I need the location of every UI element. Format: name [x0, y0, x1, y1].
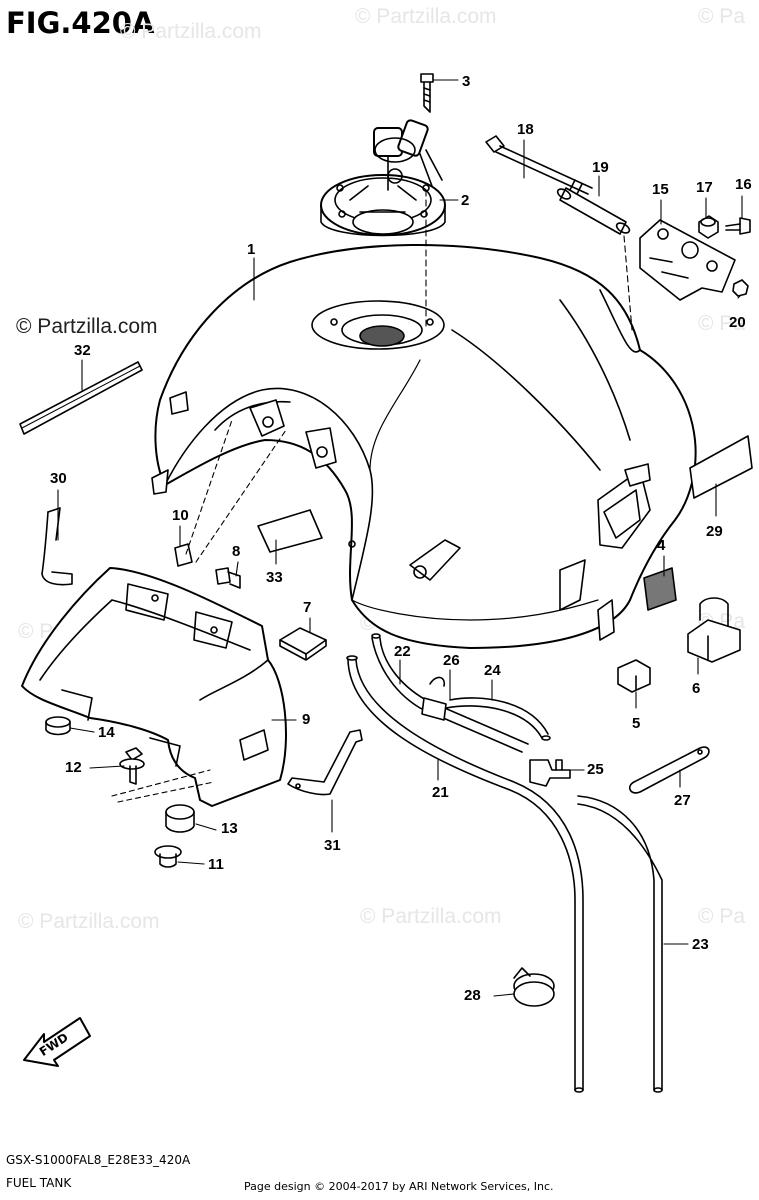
nut-part-17[interactable] [698, 215, 719, 239]
callout-10[interactable]: 10 [172, 507, 189, 524]
watermark: © Partzilla.com [18, 910, 160, 933]
callout-5[interactable]: 5 [632, 715, 641, 732]
callout-8[interactable]: 8 [232, 543, 241, 560]
callout-11[interactable]: 11 [208, 856, 224, 873]
watermark: © Partzilla.com [16, 315, 158, 338]
callout-19[interactable]: 19 [592, 159, 609, 176]
pad-part-33[interactable] [257, 509, 323, 553]
callout-9[interactable]: 9 [302, 711, 311, 728]
figure-title: FIG.420A [6, 6, 155, 40]
clamp-part-28[interactable] [513, 967, 555, 1007]
model-code: GSX-S1000FAL8_E28E33_420A [6, 1153, 191, 1167]
fuel-cap-assembly[interactable] [320, 119, 446, 237]
clamp-part-30[interactable] [41, 507, 73, 586]
clip-part-26[interactable] [421, 676, 447, 721]
watermark: © Pa [698, 312, 745, 335]
hose-part-24[interactable] [445, 697, 551, 741]
callout-2[interactable]: 2 [461, 192, 470, 209]
callout-14[interactable]: 14 [98, 724, 115, 741]
joint-part-25[interactable] [529, 759, 571, 787]
watermark: © Partzilla.com [120, 20, 262, 43]
callout-4[interactable]: 4 [657, 537, 666, 554]
callout-15[interactable]: 15 [652, 181, 669, 198]
watermark: © Pa [698, 5, 745, 28]
diagram-subtitle: FUEL TANK [6, 1176, 72, 1190]
watermark: © Partzilla.com [360, 905, 502, 928]
callout-27[interactable]: 27 [674, 792, 691, 809]
bracket-part-15[interactable] [639, 219, 736, 301]
callout-29[interactable]: 29 [706, 523, 723, 540]
callout-3[interactable]: 3 [462, 73, 471, 90]
callout-25[interactable]: 25 [587, 761, 604, 778]
callout-18[interactable]: 18 [517, 121, 534, 138]
callout-31[interactable]: 31 [324, 837, 341, 854]
callout-1[interactable]: 1 [247, 241, 256, 258]
callout-22[interactable]: 22 [394, 643, 411, 660]
bolt-part-16[interactable] [725, 217, 751, 235]
callout-12[interactable]: 12 [65, 759, 82, 776]
clamp-part-31[interactable] [287, 729, 363, 796]
callout-21[interactable]: 21 [432, 784, 449, 801]
callout-30[interactable]: 30 [50, 470, 67, 487]
cushion-part-7[interactable] [279, 627, 327, 661]
callout-23[interactable]: 23 [692, 936, 709, 953]
bolt-part-18[interactable] [485, 135, 593, 195]
cushion-part-32[interactable] [19, 361, 143, 435]
watermark: © Pa [698, 905, 745, 928]
callout-6[interactable]: 6 [692, 680, 701, 697]
watermark: © Partzilla.com [355, 5, 497, 28]
spacer-part-19[interactable] [556, 187, 631, 235]
callout-26[interactable]: 26 [443, 652, 460, 669]
callout-33[interactable]: 33 [266, 569, 283, 586]
label-part-4[interactable] [643, 567, 677, 611]
callout-7[interactable]: 7 [303, 599, 312, 616]
fwd-arrow-icon: FWD [23, 1017, 91, 1067]
callout-28[interactable]: 28 [464, 987, 481, 1004]
collar-part-11[interactable] [154, 845, 182, 868]
nut-part-20[interactable] [732, 279, 749, 297]
clamp-part-27[interactable] [628, 746, 710, 794]
copyright-footer: Page design © 2004-2017 by ARI Network S… [244, 1180, 554, 1193]
callout-13[interactable]: 13 [221, 820, 238, 837]
cushion-part-10[interactable] [174, 543, 193, 567]
callout-20[interactable]: 20 [729, 314, 746, 331]
grommet-part-14[interactable] [45, 716, 71, 736]
label-part-29[interactable] [689, 435, 753, 499]
screw-part-3[interactable] [420, 73, 434, 113]
leader-lines [57, 79, 743, 997]
cushion-part-6[interactable] [687, 597, 741, 663]
callout-16[interactable]: 16 [735, 176, 752, 193]
callout-17[interactable]: 17 [696, 179, 713, 196]
cover-part-9[interactable] [21, 567, 287, 807]
cushion-part-5[interactable] [617, 659, 651, 693]
bolt-part-12[interactable] [119, 747, 145, 785]
bolt-part-8[interactable] [215, 567, 241, 589]
callout-24[interactable]: 24 [484, 662, 501, 679]
hose-part-21[interactable] [346, 655, 584, 1093]
callout-32[interactable]: 32 [74, 342, 91, 359]
cushion-part-13[interactable] [165, 804, 195, 833]
fuel-tank-body[interactable] [151, 244, 697, 649]
hose-part-23[interactable] [577, 795, 663, 1093]
